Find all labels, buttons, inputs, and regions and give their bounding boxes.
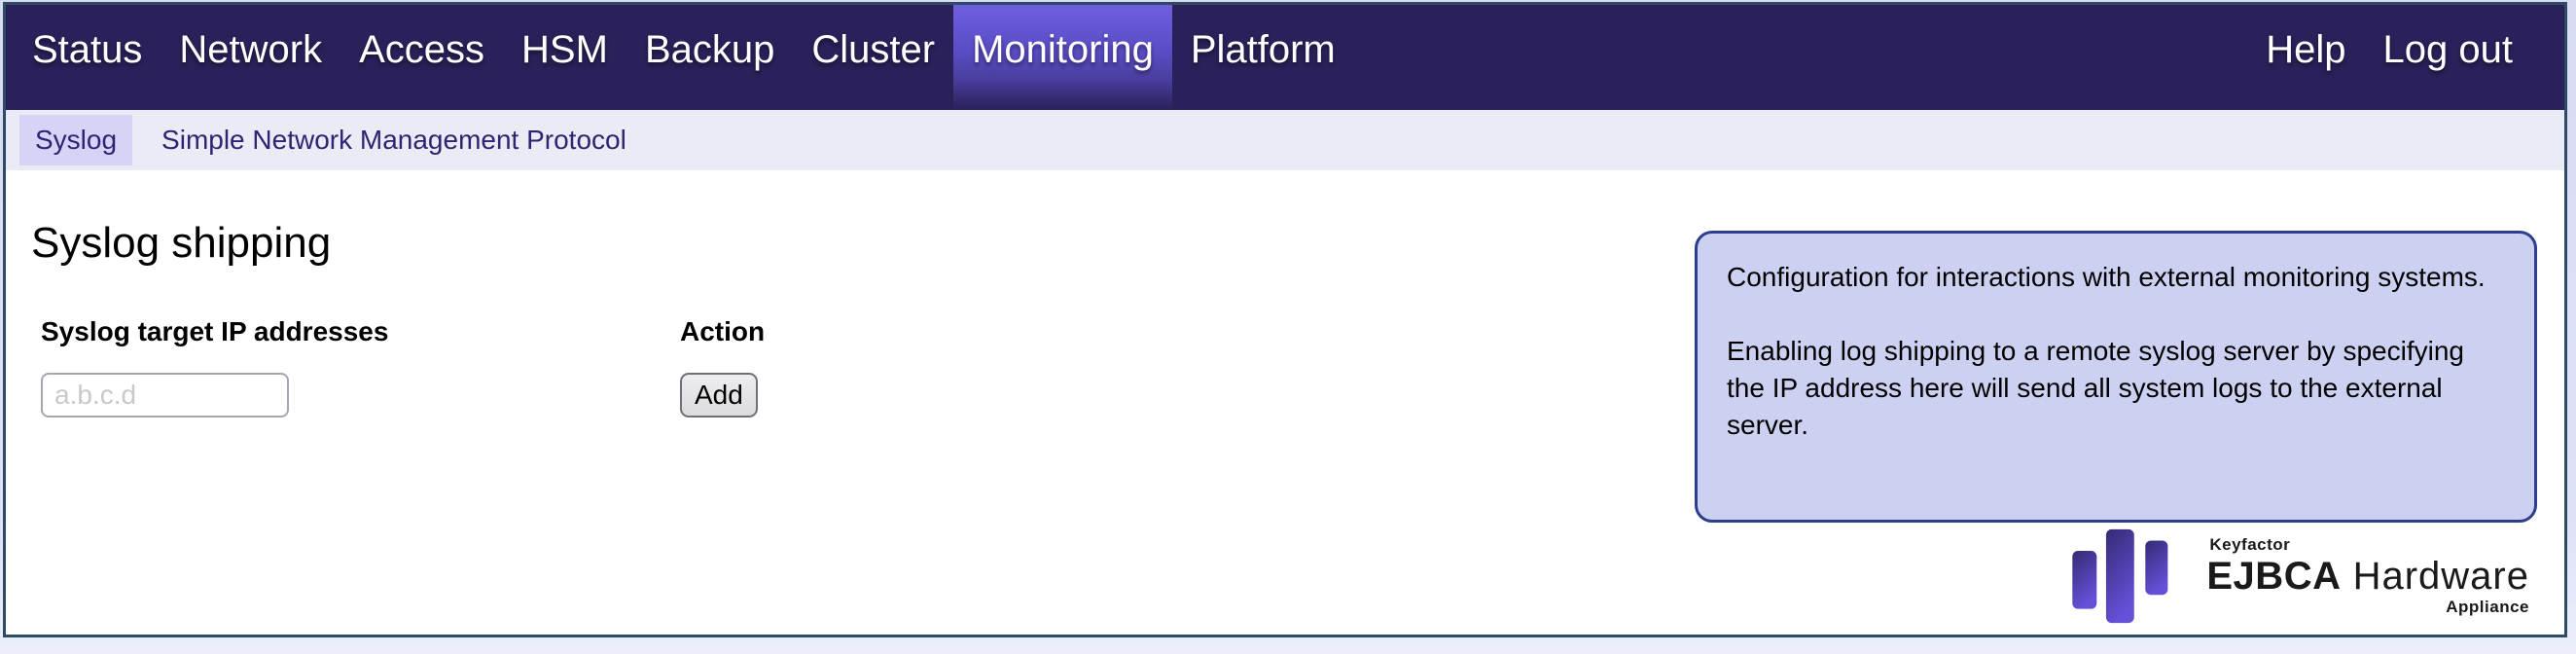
nav-item-logout[interactable]: Log out xyxy=(2382,28,2513,71)
add-button[interactable]: Add xyxy=(680,373,758,418)
keyfactor-bars-icon xyxy=(2072,528,2168,624)
nav-item-access[interactable]: Access xyxy=(359,28,485,71)
info-box: Configuration for interactions with exte… xyxy=(1695,231,2537,523)
sub-navigation: Syslog Simple Network Management Protoco… xyxy=(6,110,2564,170)
syslog-ip-input[interactable] xyxy=(41,373,289,418)
page-title: Syslog shipping xyxy=(31,219,332,267)
nav-item-cluster[interactable]: Cluster xyxy=(811,28,936,71)
syslog-ip-field-group: Syslog target IP addresses xyxy=(41,316,388,418)
info-paragraph-1: Configuration for interactions with exte… xyxy=(1727,262,2486,292)
nav-item-monitoring[interactable]: Monitoring xyxy=(953,5,1172,110)
subnav-item-syslog[interactable]: Syslog xyxy=(19,115,133,165)
nav-item-backup[interactable]: Backup xyxy=(644,28,775,71)
nav-item-platform[interactable]: Platform xyxy=(1190,28,1336,71)
nav-item-hsm[interactable]: HSM xyxy=(521,28,608,71)
action-label: Action xyxy=(680,316,766,346)
info-paragraph-2: Enabling log shipping to a remote syslog… xyxy=(1727,336,2464,440)
nav-spacer xyxy=(1354,5,2248,110)
nav-item-network[interactable]: Network xyxy=(179,28,323,71)
logo-product-regular-text: Hardware xyxy=(2352,555,2529,598)
logo-text: Keyfactor EJBCA Hardware Appliance xyxy=(2206,535,2529,617)
nav-item-status[interactable]: Status xyxy=(32,28,143,71)
main-content: Syslog shipping Syslog target IP address… xyxy=(6,170,2564,635)
keyfactor-ejbca-logo: Keyfactor EJBCA Hardware Appliance xyxy=(2072,527,2529,625)
logo-product: EJBCA Hardware xyxy=(2206,555,2529,598)
logo-product-bold: EJBCA xyxy=(2206,555,2342,598)
subnav-item-snmp[interactable]: Simple Network Management Protocol xyxy=(161,125,626,155)
logo-product-regular xyxy=(2341,555,2352,598)
app-frame: Status Network Access HSM Backup Cluster… xyxy=(3,2,2567,637)
action-field-group: Action Add xyxy=(680,316,765,418)
syslog-ip-label: Syslog target IP addresses xyxy=(41,316,389,346)
nav-item-help[interactable]: Help xyxy=(2266,28,2346,71)
top-navigation: Status Network Access HSM Backup Cluster… xyxy=(6,5,2564,110)
logo-brand: Keyfactor xyxy=(2209,535,2291,554)
logo-suffix: Appliance xyxy=(2446,598,2529,616)
